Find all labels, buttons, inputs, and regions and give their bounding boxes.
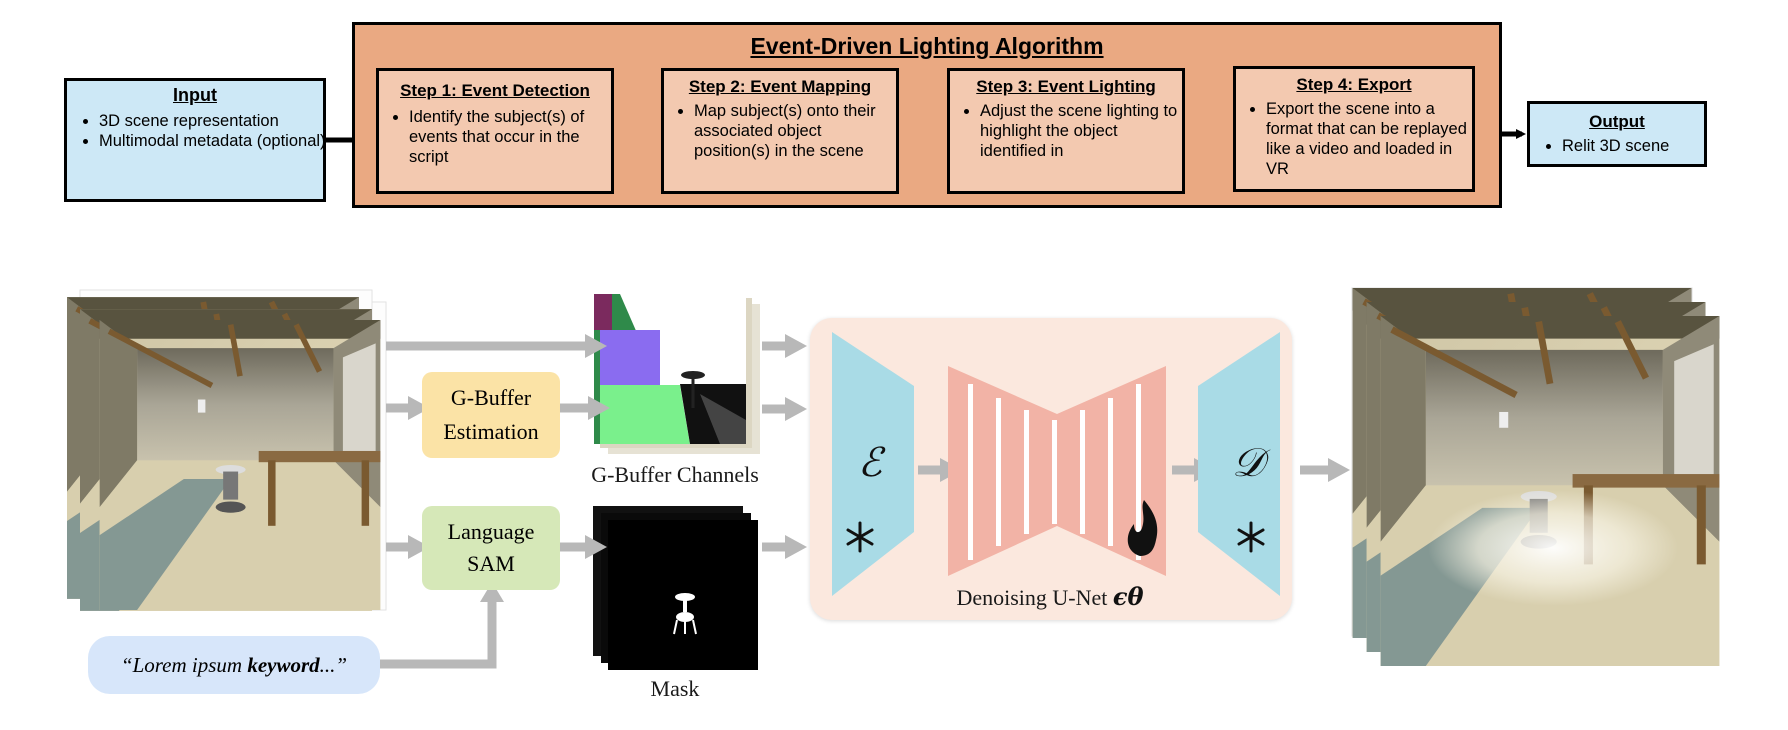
step-box-4: Step 4: Export Export the scene into a f… [1233, 66, 1475, 192]
list-item: Export the scene into a format that can … [1266, 99, 1472, 179]
step-title: Step 2: Event Mapping [688, 77, 872, 96]
list-item: Multimodal metadata (optional) [99, 131, 331, 151]
unet-skip-bars [968, 384, 1141, 560]
gbuffer-channels-label: G-Buffer Channels [591, 462, 759, 487]
step-box-1: Step 1: Event Detection Identify the sub… [376, 68, 614, 194]
step-title: Step 1: Event Detection [400, 81, 590, 100]
pipeline-graphics [0, 287, 1788, 670]
mask-stack [593, 506, 758, 670]
prompt-suffix: ...” [319, 652, 348, 677]
step-list: Map subject(s) onto their associated obj… [668, 101, 894, 161]
list-item: Identify the subject(s) of events that o… [409, 107, 609, 167]
list-item: Relit 3D scene [1562, 136, 1722, 156]
arrow-prompt-to-sam [380, 600, 497, 669]
encoder-symbol: ℰ [857, 440, 883, 486]
input-image-stack [67, 289, 387, 611]
step-box-3: Step 3: Event Lighting Adjust the scene … [947, 68, 1185, 194]
list-item: Map subject(s) onto their associated obj… [694, 101, 894, 161]
prompt-pill: “Lorem ipsum keyword...” [88, 636, 380, 694]
list-item: 3D scene representation [99, 111, 331, 131]
snowflake-icon [846, 521, 874, 553]
decoder-symbol: 𝒟 [1232, 440, 1264, 486]
step-list: Export the scene into a format that can … [1240, 99, 1472, 179]
step-list: Identify the subject(s) of events that o… [383, 107, 609, 167]
snowflake-icon [1237, 521, 1265, 553]
input-list: 3D scene representation Multimodal metad… [73, 111, 331, 151]
language-sam-box: Language SAM [422, 506, 560, 590]
prompt-text: “Lorem ipsum keyword...” [121, 653, 347, 678]
step-box-2: Step 2: Event Mapping Map subject(s) ont… [661, 68, 899, 194]
gbuffer-channels-stack [594, 294, 760, 454]
decoder-block [1198, 332, 1280, 596]
unet-symbol: ϵθ [1112, 582, 1144, 611]
algorithm-title: Event-Driven Lighting Algorithm [750, 33, 1104, 59]
flame-icon [1127, 500, 1158, 556]
output-title: Output [1589, 112, 1645, 131]
gbuffer-estimation-label: G-Buffer Estimation [443, 385, 539, 444]
step-list: Adjust the scene lighting to highlight t… [954, 101, 1186, 161]
step-title: Step 4: Export [1296, 75, 1412, 94]
gbuffer-estimation-box: G-Buffer Estimation [422, 372, 560, 458]
input-title: Input [173, 85, 217, 105]
unet-label: Denoising U-Net ϵθ [900, 582, 1200, 611]
stool-silhouette-icon [673, 593, 697, 635]
unet-label-text: Denoising U-Net [956, 585, 1113, 610]
input-box: Input 3D scene representation Multimodal… [64, 78, 326, 202]
mask-label: Mask [650, 676, 700, 701]
output-list: Relit 3D scene [1536, 136, 1722, 156]
prompt-prefix: “Lorem ipsum [120, 652, 248, 677]
list-item: Adjust the scene lighting to highlight t… [980, 101, 1186, 161]
output-image-stack [1351, 287, 1719, 666]
prompt-keyword: keyword [247, 652, 320, 677]
language-sam-label: Language SAM [447, 519, 535, 576]
encoder-block [832, 332, 914, 596]
output-box: Output Relit 3D scene [1527, 101, 1707, 167]
step-title: Step 3: Event Lighting [976, 77, 1156, 96]
